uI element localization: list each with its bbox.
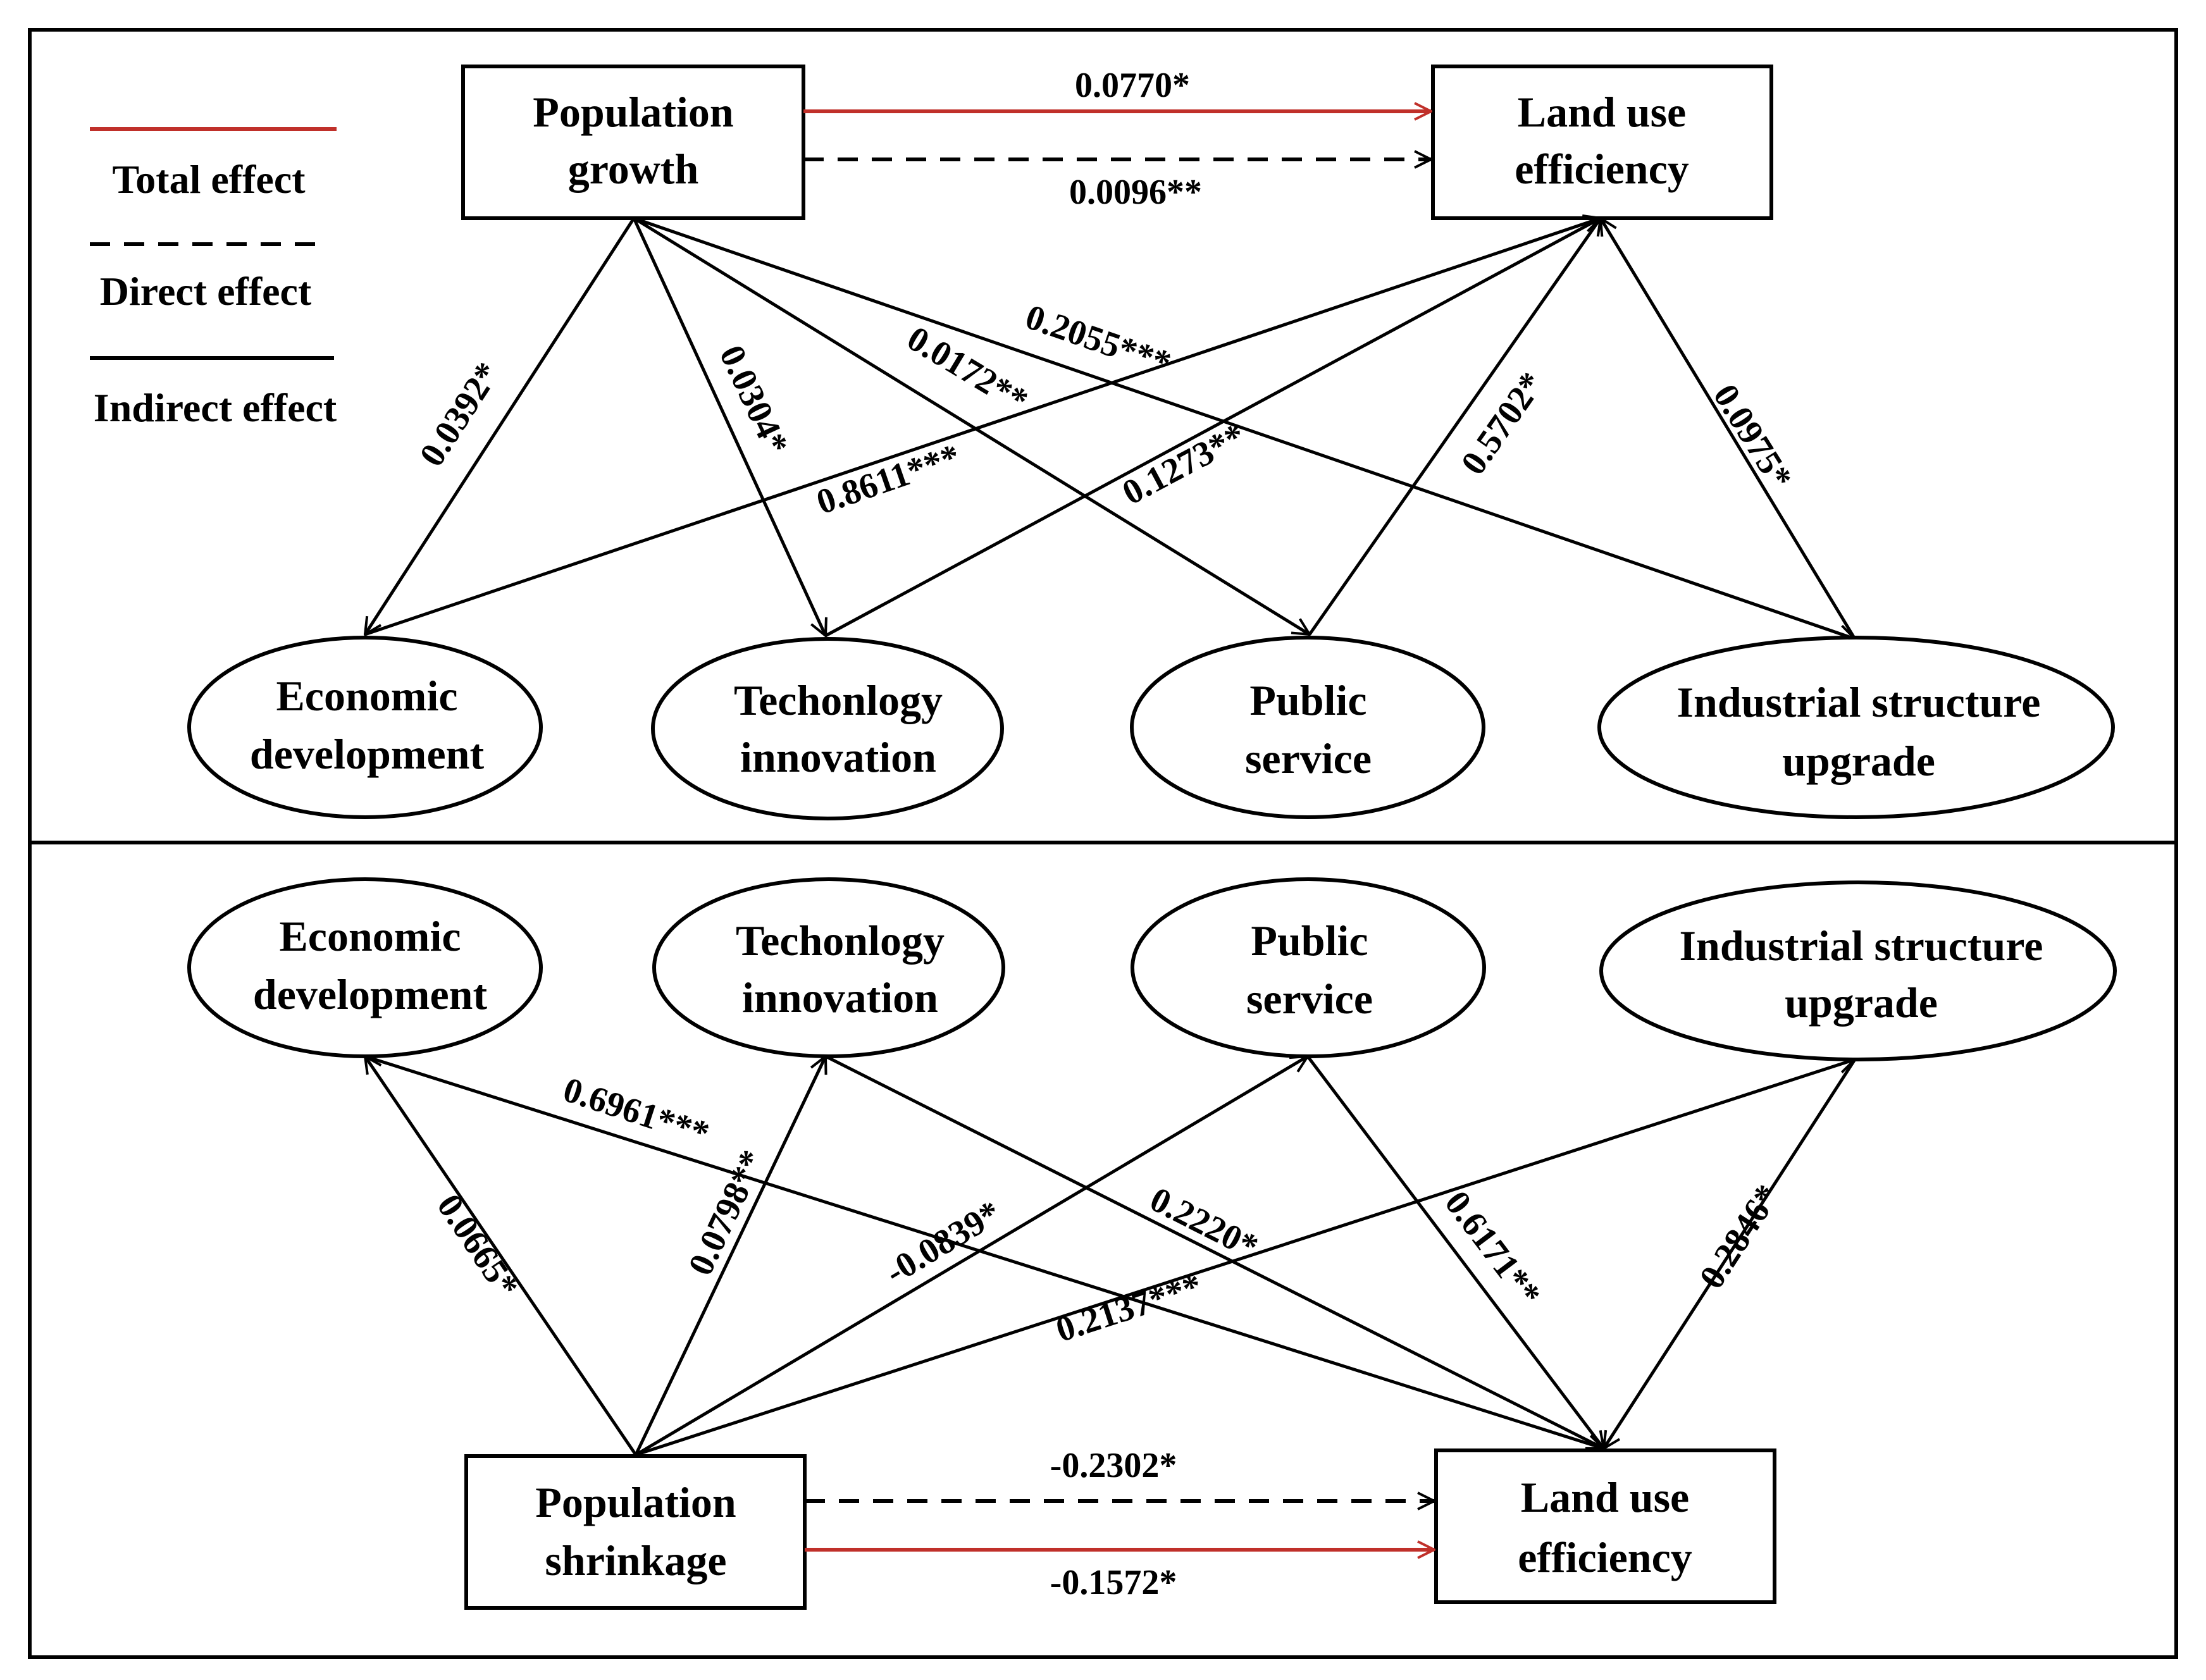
public-service-label-line1-bottom: Public xyxy=(1251,917,1368,965)
coef-b-industrial-top: 0.0975* xyxy=(1706,378,1800,496)
direct-effect-coef-bottom: -0.2302* xyxy=(1050,1446,1177,1485)
industrial-structure-upgrade-node-top xyxy=(1597,636,2115,819)
population-growth-label-line1: Population xyxy=(533,88,733,136)
public-service-label-line1: Public xyxy=(1249,676,1366,724)
direct-effect-coef-top: 0.0096** xyxy=(1069,173,1202,212)
economic-development-label-line1: Economic xyxy=(276,672,457,720)
path-b-industrial-top xyxy=(1601,218,1857,640)
public-service-node-top xyxy=(1130,636,1485,819)
coef-b-industrial-bottom: 0.2846* xyxy=(1692,1178,1787,1295)
bottom-panel-frame xyxy=(28,841,2178,1659)
path-a-industrial-bottom xyxy=(635,1059,1855,1457)
path-b-industrial-bottom xyxy=(1604,1058,1857,1448)
public-service-label-line2: service xyxy=(1245,734,1372,782)
land-use-efficiency-label-line1-bottom: Land use xyxy=(1521,1473,1689,1521)
path-b-public-service-top xyxy=(1308,218,1601,636)
technology-innovation-label-line2-bottom: innovation xyxy=(742,973,938,1022)
coef-a-economic-bottom: 0.0665* xyxy=(429,1187,526,1305)
industrial-structure-upgrade-node-bottom xyxy=(1599,880,2117,1061)
population-shrinkage-label-line1: Population xyxy=(535,1478,736,1526)
population-shrinkage-label-line2: shrinkage xyxy=(545,1536,726,1584)
coef-b-economic-top: 0.8611*** xyxy=(812,436,965,522)
path-b-technology-top xyxy=(824,216,1601,638)
population-growth-label-line2: growth xyxy=(568,145,699,193)
technology-innovation-label-line1-bottom: Techonlogy xyxy=(736,917,945,965)
economic-development-node-bottom xyxy=(187,877,543,1058)
land-use-efficiency-label-line2: efficiency xyxy=(1515,145,1689,193)
coef-a-public-service-bottom: -0.0839* xyxy=(879,1193,1008,1292)
path-b-technology-bottom xyxy=(824,1054,1604,1450)
total-effect-coef-bottom: -0.1572* xyxy=(1050,1563,1177,1602)
path-a-technology-bottom xyxy=(634,1056,826,1456)
industrial-structure-label-line2: upgrade xyxy=(1782,737,1935,785)
public-service-label-line2-bottom: service xyxy=(1246,975,1373,1023)
economic-development-node-top xyxy=(187,636,543,819)
land-use-efficiency-label-line2-bottom: efficiency xyxy=(1518,1533,1692,1581)
top-panel: Total effect Direct effect Indirect effe… xyxy=(90,65,2115,820)
public-service-node-bottom xyxy=(1131,877,1486,1058)
technology-innovation-node-top xyxy=(651,637,1004,820)
coef-b-public-service-top: 0.5702* xyxy=(1454,365,1552,482)
industrial-structure-label-line1-bottom: Industrial structure xyxy=(1680,922,2043,970)
technology-innovation-label-line2: innovation xyxy=(740,733,936,781)
legend-indirect-effect-label: Indirect effect xyxy=(94,385,337,430)
coef-b-technology-bottom: 0.2220* xyxy=(1144,1180,1264,1267)
technology-innovation-node-bottom xyxy=(652,877,1005,1058)
path-a-economic-bottom xyxy=(365,1056,638,1456)
path-b-public-service-bottom xyxy=(1306,1055,1604,1448)
path-a-economic-top xyxy=(365,217,636,634)
industrial-structure-label-line2-bottom: upgrade xyxy=(1785,979,1938,1027)
path-a-industrial-top xyxy=(633,216,1855,639)
total-effect-coef-top: 0.0770* xyxy=(1075,66,1190,105)
path-b-economic-bottom xyxy=(364,1054,1604,1448)
land-use-efficiency-label-line1: Land use xyxy=(1518,88,1686,136)
industrial-structure-label-line1: Industrial structure xyxy=(1677,678,2041,726)
technology-innovation-label-line1: Techonlogy xyxy=(734,676,943,724)
path-a-public-service-top xyxy=(633,216,1310,634)
coef-b-technology-top: 0.1273** xyxy=(1116,416,1252,512)
coef-a-industrial-top: 0.2055*** xyxy=(1020,297,1175,383)
path-b-economic-top xyxy=(364,218,1601,636)
coef-a-technology-top: 0.0304* xyxy=(712,340,796,460)
legend-total-effect-label: Total effect xyxy=(112,157,306,202)
coef-a-industrial-bottom: 0.2137*** xyxy=(1051,1266,1207,1350)
path-a-technology-top xyxy=(632,217,826,636)
economic-development-label-line2-bottom: development xyxy=(253,970,488,1018)
legend: Total effect Direct effect Indirect effe… xyxy=(90,127,337,430)
legend-direct-effect-label: Direct effect xyxy=(100,269,312,314)
bottom-panel: Economic development Techonlogy innovati… xyxy=(187,877,2117,1610)
economic-development-label-line1-bottom: Economic xyxy=(279,912,461,960)
coef-a-economic-top: 0.0392* xyxy=(412,355,507,473)
land-use-efficiency-box-bottom xyxy=(1434,1448,1776,1604)
population-shrinkage-box xyxy=(464,1454,807,1610)
path-a-public-service-bottom xyxy=(635,1056,1308,1457)
population-growth-box xyxy=(461,65,805,220)
economic-development-label-line2: development xyxy=(250,730,485,778)
